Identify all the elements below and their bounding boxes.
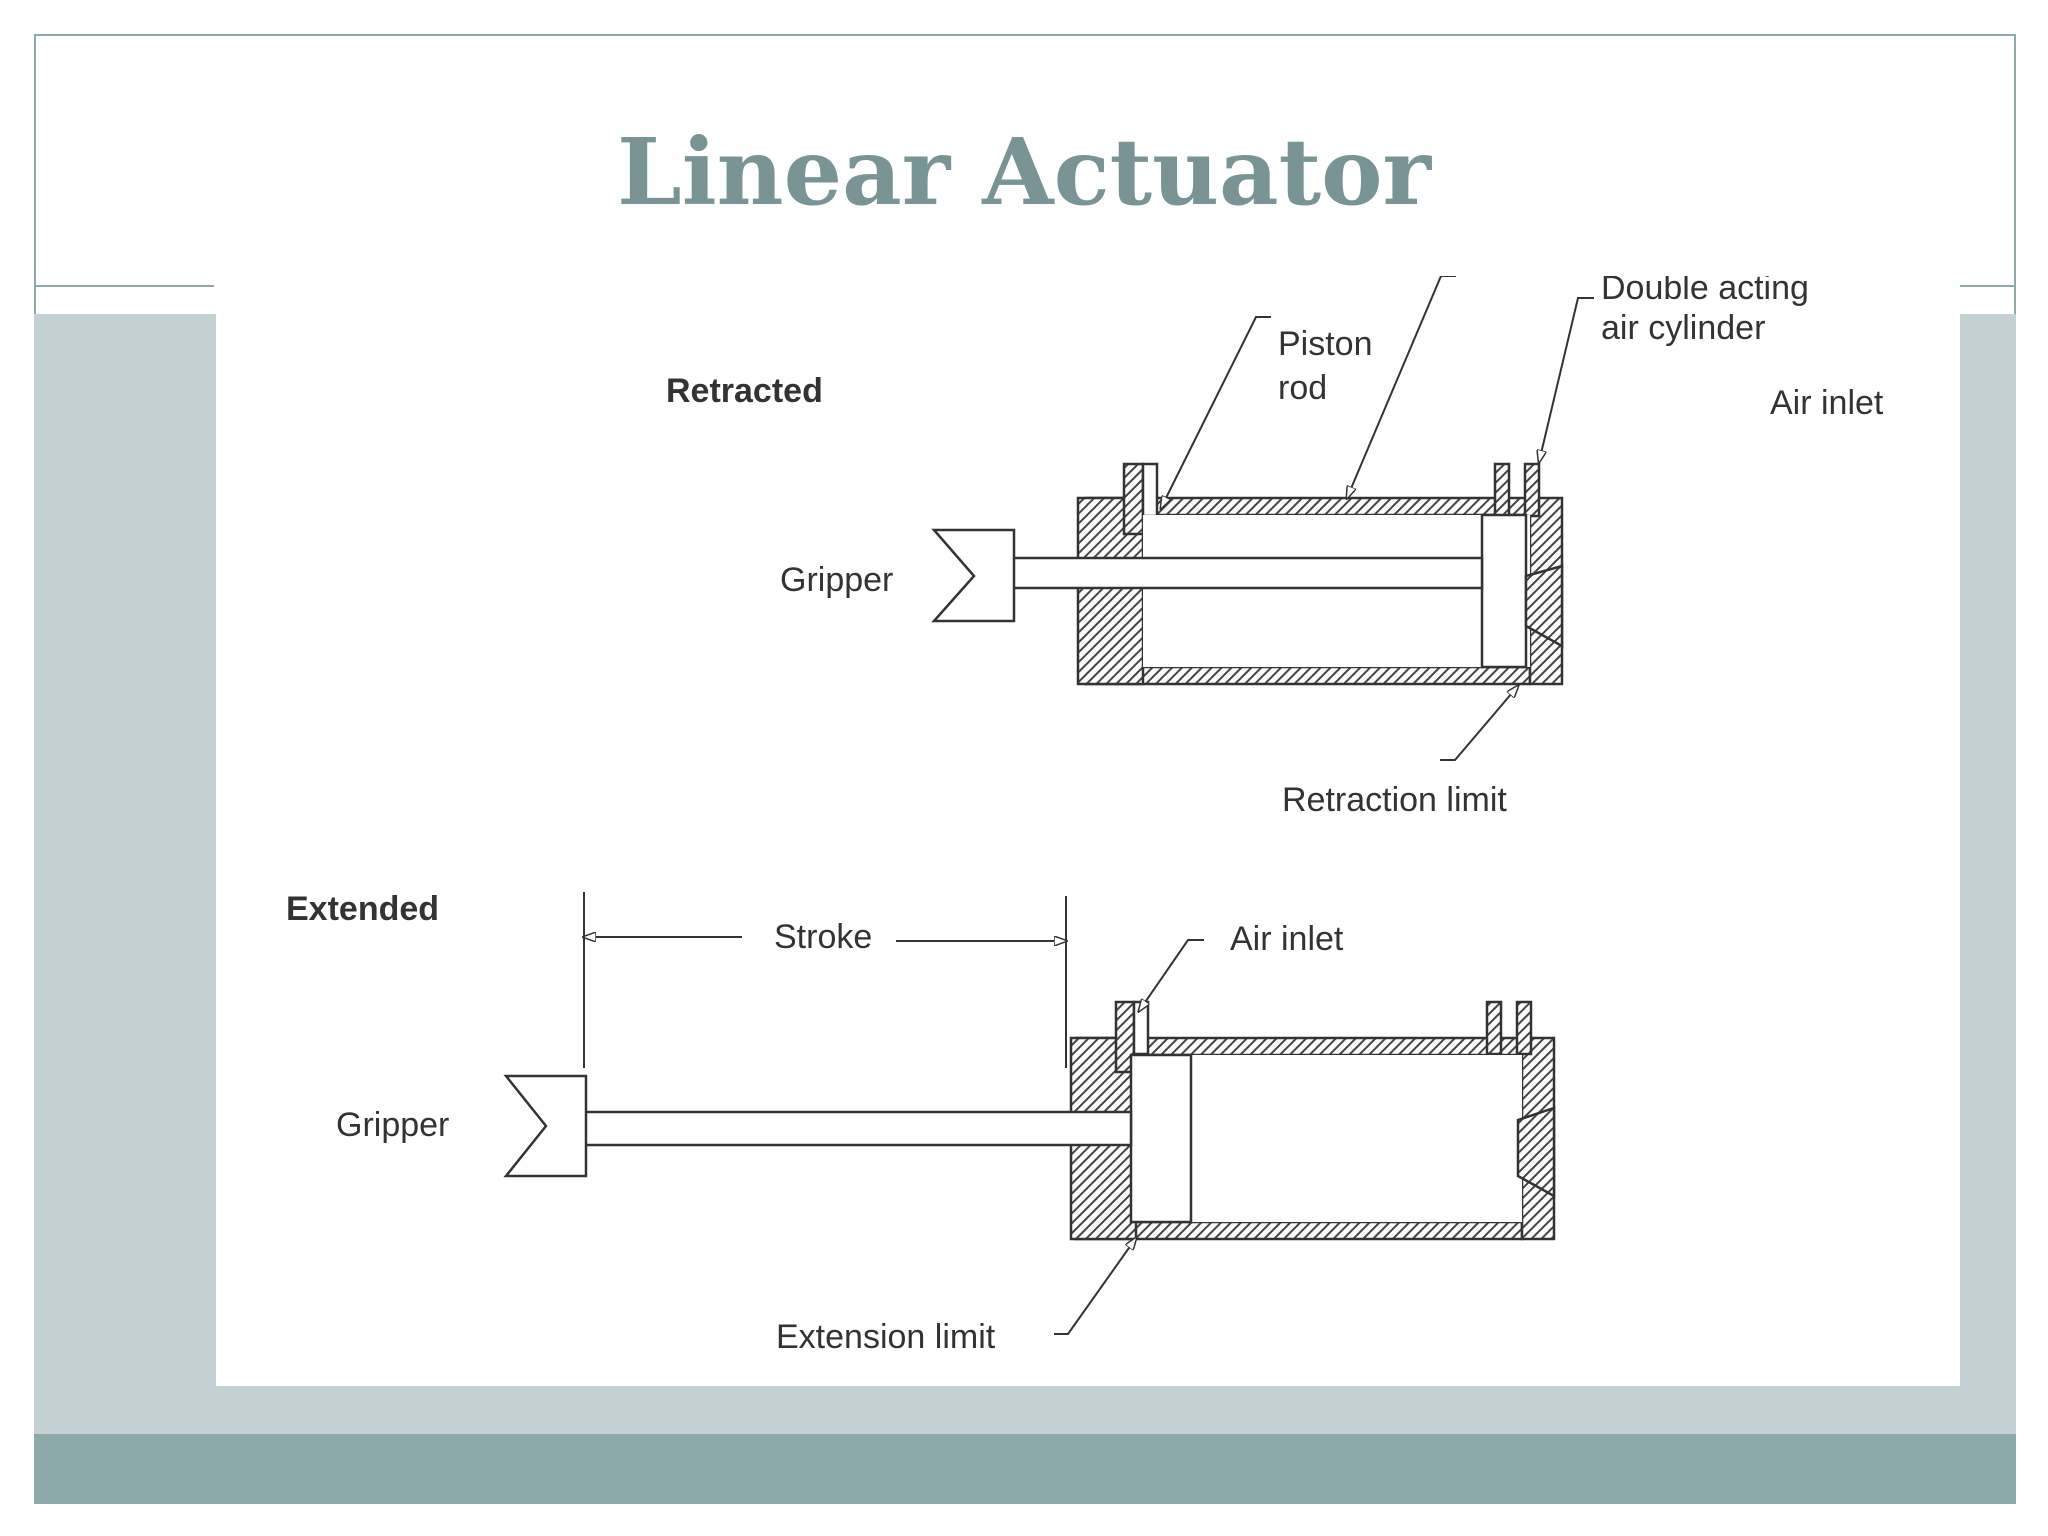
gripper-jaw	[931, 528, 1016, 623]
slide-title: Linear Actuator	[617, 118, 1431, 226]
piston-rod	[1011, 556, 1484, 590]
right-port	[1493, 462, 1511, 518]
extended-gripper-label: Gripper	[336, 1106, 449, 1144]
ext-piston-head	[1129, 1053, 1193, 1224]
actuator-diagram: Retracted Gripper Piston rod Double acti…	[286, 276, 1884, 1356]
piston-rod-leader	[1161, 316, 1271, 508]
extension-limit-label: Extension limit	[776, 1318, 996, 1356]
ext-rear-stop	[1516, 1106, 1556, 1199]
retracted-gripper-label: Gripper	[780, 561, 893, 599]
stroke-dimension	[584, 892, 1066, 1068]
cylinder-leader	[1347, 276, 1456, 498]
piston-rod-label-1: Piston	[1278, 325, 1373, 363]
ext-cylinder-bottom-wall	[1074, 1220, 1524, 1241]
actuator-figure: Retracted Gripper Piston rod Double acti…	[216, 276, 1960, 1386]
footer-bar	[34, 1434, 2016, 1504]
retracted-actuator	[931, 462, 1564, 686]
ext-right-port	[1485, 1000, 1503, 1056]
retracted-air-inlet-label: Air inlet	[1770, 384, 1884, 422]
piston-head	[1480, 513, 1528, 669]
title-rule-left	[34, 285, 214, 287]
ext-air-inlet-leader	[1139, 939, 1204, 1011]
ext-gripper-jaw	[503, 1074, 588, 1178]
rear-stop	[1524, 564, 1564, 649]
retraction-limit-label: Retraction limit	[1282, 781, 1507, 819]
extended-air-inlet-label: Air inlet	[1230, 920, 1344, 958]
air-inlet-leader	[1539, 297, 1594, 462]
piston-rod-label-2: rod	[1278, 369, 1327, 407]
cylinder-label-2: air cylinder	[1601, 309, 1765, 347]
cylinder-label-1: Double acting	[1601, 276, 1809, 307]
cylinder-bottom-wall	[1084, 665, 1532, 686]
extended-actuator	[503, 1000, 1556, 1241]
stroke-label: Stroke	[774, 918, 872, 956]
retracted-heading: Retracted	[666, 372, 823, 410]
title-rule-right	[1960, 285, 2016, 287]
ext-piston-rod	[582, 1110, 1133, 1147]
left-port	[1122, 462, 1145, 536]
retraction-limit-leader	[1440, 686, 1518, 761]
extended-heading: Extended	[286, 890, 439, 928]
extension-limit-leader	[1054, 1238, 1136, 1335]
